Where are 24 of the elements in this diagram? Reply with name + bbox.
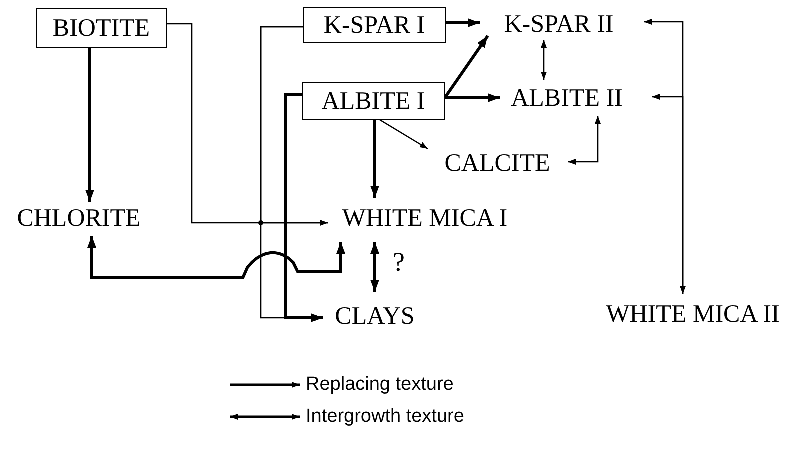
mineral-box: BIOTITE — [36, 8, 167, 48]
arrow — [86, 48, 94, 202]
mineral-label: WHITE MICA II — [594, 300, 792, 328]
mineral-label: WHITE MICA I — [330, 204, 520, 232]
arrow — [380, 119, 428, 150]
arrow — [445, 94, 500, 102]
arrow — [652, 94, 686, 294]
arrow — [370, 242, 380, 292]
legend-text: Replacing texture — [306, 375, 454, 394]
arrow — [446, 18, 480, 28]
mineral-box: ALBITE I — [302, 82, 445, 120]
arrow — [284, 94, 323, 322]
mineral-label: CHLORITE — [6, 204, 152, 232]
arrow — [568, 116, 601, 165]
mineral-label: K-SPAR II — [490, 10, 628, 38]
mineral-label: ALBITE II — [502, 84, 632, 112]
arrow — [541, 40, 547, 80]
arrow — [370, 120, 380, 198]
legend-text: Intergrowth texture — [306, 407, 464, 426]
mineral-label: CALCITE — [435, 149, 560, 177]
arrow — [88, 236, 346, 280]
arrow — [444, 35, 490, 99]
mineral-label: CLAYS — [325, 302, 425, 330]
mineral-box: K-SPAR I — [303, 7, 446, 43]
